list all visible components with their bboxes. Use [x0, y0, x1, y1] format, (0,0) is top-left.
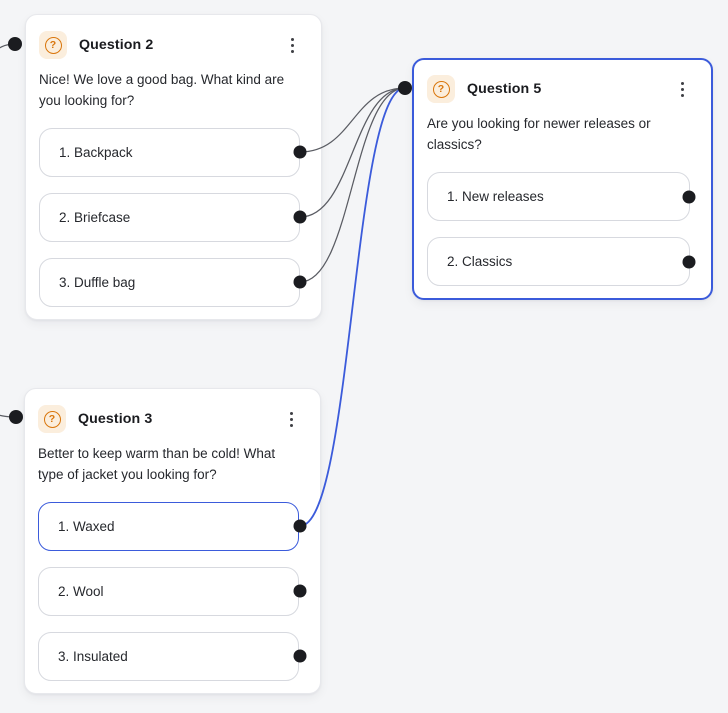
options-list: 1. New releases 2. Classics	[414, 172, 711, 298]
option-wool[interactable]: 2. Wool	[38, 567, 299, 616]
option-label: 1. Waxed	[58, 519, 115, 534]
option-insulated[interactable]: 3. Insulated	[38, 632, 299, 681]
node-question-3[interactable]: ? Question 3 Better to keep warm than be…	[24, 388, 321, 694]
options-list: 1. Backpack 2. Briefcase 3. Duffle bag	[26, 128, 321, 319]
kebab-menu-icon[interactable]	[284, 410, 298, 429]
option-label: 2. Briefcase	[59, 210, 131, 225]
node-title: Question 3	[78, 411, 153, 427]
option-label: 1. New releases	[447, 189, 544, 204]
question-text: Are you looking for newer releases or cl…	[427, 116, 651, 152]
node-question-2[interactable]: ? Question 2 Nice! We love a good bag. W…	[25, 14, 322, 320]
option-waxed[interactable]: 1. Waxed	[38, 502, 299, 551]
options-list: 1. Waxed 2. Wool 3. Insulated	[25, 502, 320, 693]
kebab-menu-icon[interactable]	[285, 36, 299, 55]
question-mark-glyph: ?	[44, 36, 62, 54]
input-port[interactable]	[398, 81, 412, 95]
option-label: 3. Insulated	[58, 649, 128, 664]
option-classics[interactable]: 2. Classics	[427, 237, 690, 286]
option-briefcase[interactable]: 2. Briefcase	[39, 193, 300, 242]
question-mark-glyph: ?	[432, 80, 450, 98]
input-port[interactable]	[8, 37, 22, 51]
node-header: ? Question 2	[26, 31, 321, 59]
option-duffle-bag[interactable]: 3. Duffle bag	[39, 258, 300, 307]
node-title: Question 2	[79, 37, 154, 53]
node-header: ? Question 5	[414, 75, 711, 103]
option-backpack[interactable]: 1. Backpack	[39, 128, 300, 177]
question-block-icon: ?	[39, 31, 67, 59]
option-label: 3. Duffle bag	[59, 275, 136, 290]
node-header: ? Question 3	[25, 405, 320, 433]
question-block-icon: ?	[38, 405, 66, 433]
edge-connection[interactable]	[0, 410, 17, 418]
node-question-5[interactable]: ? Question 5 Are you looking for newer r…	[412, 58, 713, 300]
question-text: Better to keep warm than be cold! What t…	[38, 446, 276, 482]
option-new-releases[interactable]: 1. New releases	[427, 172, 690, 221]
option-label: 2. Classics	[447, 254, 513, 269]
input-port[interactable]	[9, 410, 23, 424]
edge-connection[interactable]	[0, 43, 16, 62]
question-text: Nice! We love a good bag. What kind are …	[39, 72, 285, 108]
question-block-icon: ?	[427, 75, 455, 103]
kebab-menu-icon[interactable]	[675, 80, 689, 99]
option-label: 2. Wool	[58, 584, 104, 599]
question-mark-glyph: ?	[43, 410, 61, 428]
node-title: Question 5	[467, 81, 542, 97]
option-label: 1. Backpack	[59, 145, 133, 160]
